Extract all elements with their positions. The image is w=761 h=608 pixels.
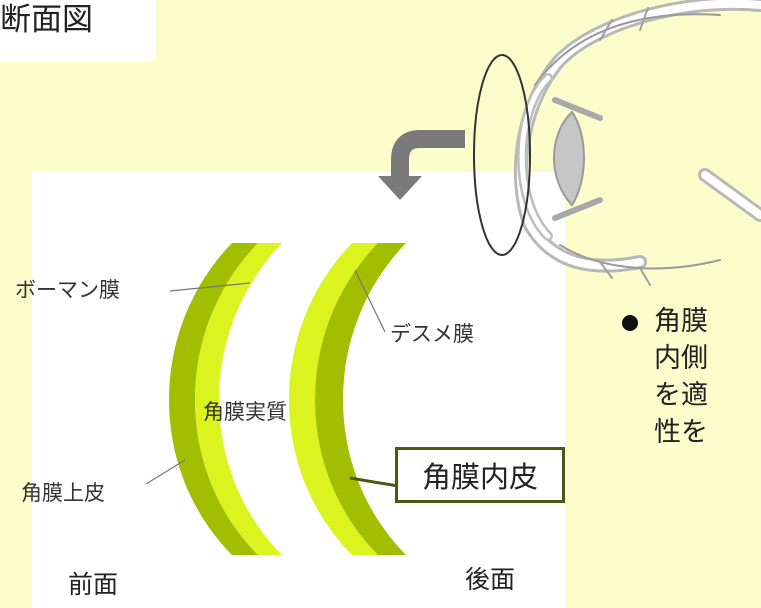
bullet-line-2: 内側 (654, 343, 708, 374)
label-endothelium-box: 角膜内皮 (395, 447, 565, 503)
label-endothelium: 角膜内皮 (421, 460, 538, 494)
endothelium-layer (315, 243, 406, 555)
eye-illustration (513, 0, 761, 286)
front-cornea-layers (169, 243, 282, 555)
eye-iris-upper (552, 97, 603, 121)
eye-iris-lower (552, 197, 603, 221)
eyelash-top (599, 7, 649, 41)
label-epithelium: 角膜上皮 (21, 481, 105, 505)
descemet-layer (289, 243, 378, 555)
cornea-highlight-ellipse (473, 54, 531, 256)
diagram-title: 断面図 (0, 2, 93, 38)
label-stroma: 角膜実質 (203, 400, 287, 424)
bowman-leader-line (169, 282, 251, 292)
eyelid-upper (534, 13, 721, 86)
label-front: 前面 (68, 570, 119, 599)
back-cornea-layers (289, 243, 406, 555)
eyelash-bottom (599, 261, 651, 286)
front-epithelium-layer (169, 243, 258, 555)
bullet-line-1: 角膜 (654, 306, 708, 337)
bullet-line-4: 性を (654, 417, 708, 448)
eye-lens (553, 110, 585, 207)
label-bowman: ボーマン膜 (15, 278, 120, 302)
epithelium-leader-line (145, 459, 186, 485)
bullet-line-3: を適 (654, 380, 708, 411)
eyelid-lower (559, 244, 721, 270)
pointer-arrow (378, 130, 465, 200)
bowman-layer (195, 243, 282, 555)
label-back: 後面 (465, 565, 516, 594)
title-box: 断面図 (0, 0, 156, 62)
label-descemet: デスメ膜 (390, 322, 474, 346)
endothelium-leader-line (349, 476, 399, 488)
bullet-dot (622, 315, 638, 331)
descemet-leader-line (354, 269, 386, 333)
